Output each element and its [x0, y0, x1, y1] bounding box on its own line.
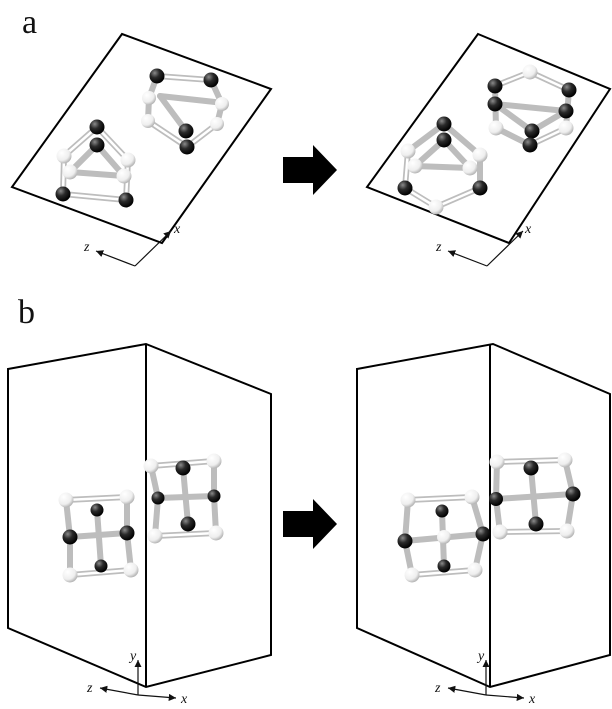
atom-dark	[522, 137, 538, 153]
atom-light	[522, 64, 538, 80]
atom-light	[557, 452, 573, 468]
atom-light	[206, 453, 222, 469]
atom-light	[472, 147, 488, 163]
atom-dark	[487, 96, 503, 112]
transition-arrow-a	[283, 145, 337, 195]
axis-label-x-b-right: x	[528, 692, 536, 707]
panel-b: y z x y z x	[7, 342, 611, 707]
atom-dark	[436, 132, 452, 148]
atoms-b-left	[58, 453, 224, 583]
atom-dark	[558, 103, 574, 119]
atom-light	[143, 458, 159, 474]
atom-light	[400, 143, 416, 159]
atom-light	[147, 528, 163, 544]
axis-label-z-b-right: z	[434, 681, 441, 696]
atom-dark	[118, 192, 134, 208]
atom-dark	[55, 186, 71, 202]
atom-dark	[62, 529, 78, 545]
atom-light	[467, 562, 483, 578]
axis-label-z-b-left: z	[86, 681, 93, 696]
atom-light	[558, 120, 574, 136]
atom-dark	[119, 525, 135, 541]
atom-dark	[149, 68, 165, 84]
atom-light	[400, 492, 416, 508]
atom-dark	[180, 516, 196, 532]
atom-light	[428, 199, 444, 215]
atom-dark	[561, 82, 577, 98]
atom-light	[56, 148, 72, 164]
axis-label-z-a-right: z	[435, 240, 442, 255]
atom-light	[141, 114, 155, 128]
atom-dark	[89, 119, 105, 135]
atom-light	[208, 525, 224, 541]
atom-dark	[89, 137, 105, 153]
atom-light	[492, 524, 508, 540]
axes-b-left: y z x	[86, 649, 188, 707]
atom-dark	[565, 486, 581, 502]
atom-light	[464, 489, 480, 505]
panel-label-b: b	[18, 294, 35, 331]
atom-dark	[472, 180, 488, 196]
atom-dark	[523, 460, 539, 476]
atom-dark	[179, 139, 195, 155]
atom-light	[119, 489, 135, 505]
atom-dark	[487, 78, 503, 94]
panel-a: z x z x	[10, 32, 612, 267]
atom-light	[404, 567, 420, 583]
atom-light	[437, 530, 451, 544]
atom-light	[462, 160, 478, 176]
axes-b-right: y z x	[434, 649, 536, 707]
atom-dark	[175, 460, 191, 476]
atom-dark	[151, 491, 165, 505]
atom-light	[559, 523, 575, 539]
axis-label-z-a-left: z	[83, 240, 90, 255]
plane-right	[365, 32, 612, 245]
axis-label-x-a-right: x	[524, 222, 532, 237]
atom-light	[62, 567, 78, 583]
plane-left	[10, 32, 273, 245]
axis-label-y-b-right: y	[476, 649, 485, 664]
panel-label-a: a	[22, 4, 38, 41]
atom-dark	[436, 116, 452, 132]
atom-dark	[437, 559, 451, 573]
atom-light	[210, 117, 224, 131]
atom-light	[488, 120, 504, 136]
atom-dark	[397, 180, 413, 196]
atom-dark	[203, 72, 219, 88]
atom-dark	[397, 533, 413, 549]
atom-dark	[524, 123, 540, 139]
axes-a-left: z x	[83, 222, 181, 267]
atom-dark	[528, 516, 544, 532]
atom-dark	[178, 123, 194, 139]
atom-dark	[207, 489, 221, 503]
atoms-a-right	[397, 64, 577, 215]
atom-dark	[90, 503, 104, 517]
axis-label-x-b-left: x	[180, 692, 188, 707]
atom-light	[215, 97, 229, 111]
box-b-right	[356, 342, 611, 689]
atom-light	[58, 492, 74, 508]
box-b-left	[7, 342, 272, 689]
atom-light	[489, 454, 505, 470]
atom-light	[123, 562, 139, 578]
axis-label-y-b-left: y	[128, 649, 137, 664]
atom-dark	[94, 559, 108, 573]
atom-light	[62, 164, 78, 180]
atom-dark	[489, 492, 503, 506]
atom-dark	[475, 526, 491, 542]
atoms-b-right	[397, 452, 581, 583]
atom-light	[407, 158, 423, 174]
atom-light	[120, 152, 136, 168]
axis-label-x-a-left: x	[173, 222, 181, 237]
atom-light	[142, 91, 156, 105]
atom-dark	[435, 504, 449, 518]
transition-arrow-b	[283, 499, 337, 549]
axes-a-right: z x	[435, 222, 532, 267]
atoms-a-left	[55, 68, 229, 208]
atom-light	[116, 168, 132, 184]
